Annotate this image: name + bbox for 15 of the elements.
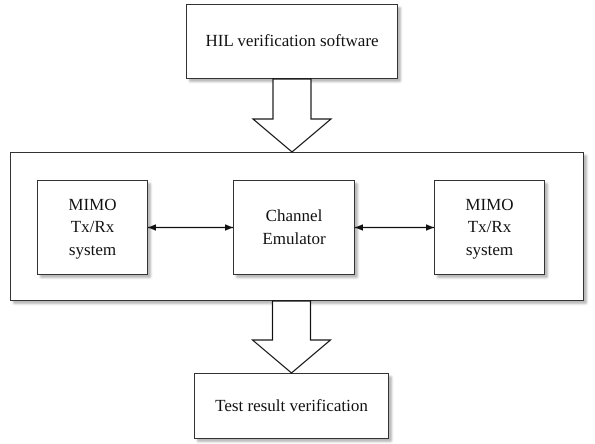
process-box (434, 180, 545, 275)
process-box (194, 373, 389, 439)
process-box (186, 4, 398, 79)
node-label: MIMO Tx/Rx system (67, 194, 118, 261)
process-box (233, 180, 355, 275)
process-box (37, 180, 148, 275)
node-label: Test result verification (215, 394, 368, 417)
arrow (148, 224, 233, 231)
node-label: Channel Emulator (261, 205, 327, 250)
arrow (355, 224, 434, 231)
node-label: HIL verification software (205, 30, 379, 52)
block-arrow (251, 78, 333, 153)
container-box (10, 152, 584, 301)
block-arrow (250, 300, 332, 374)
node-label: MIMO Tx/Rx system (464, 194, 515, 261)
